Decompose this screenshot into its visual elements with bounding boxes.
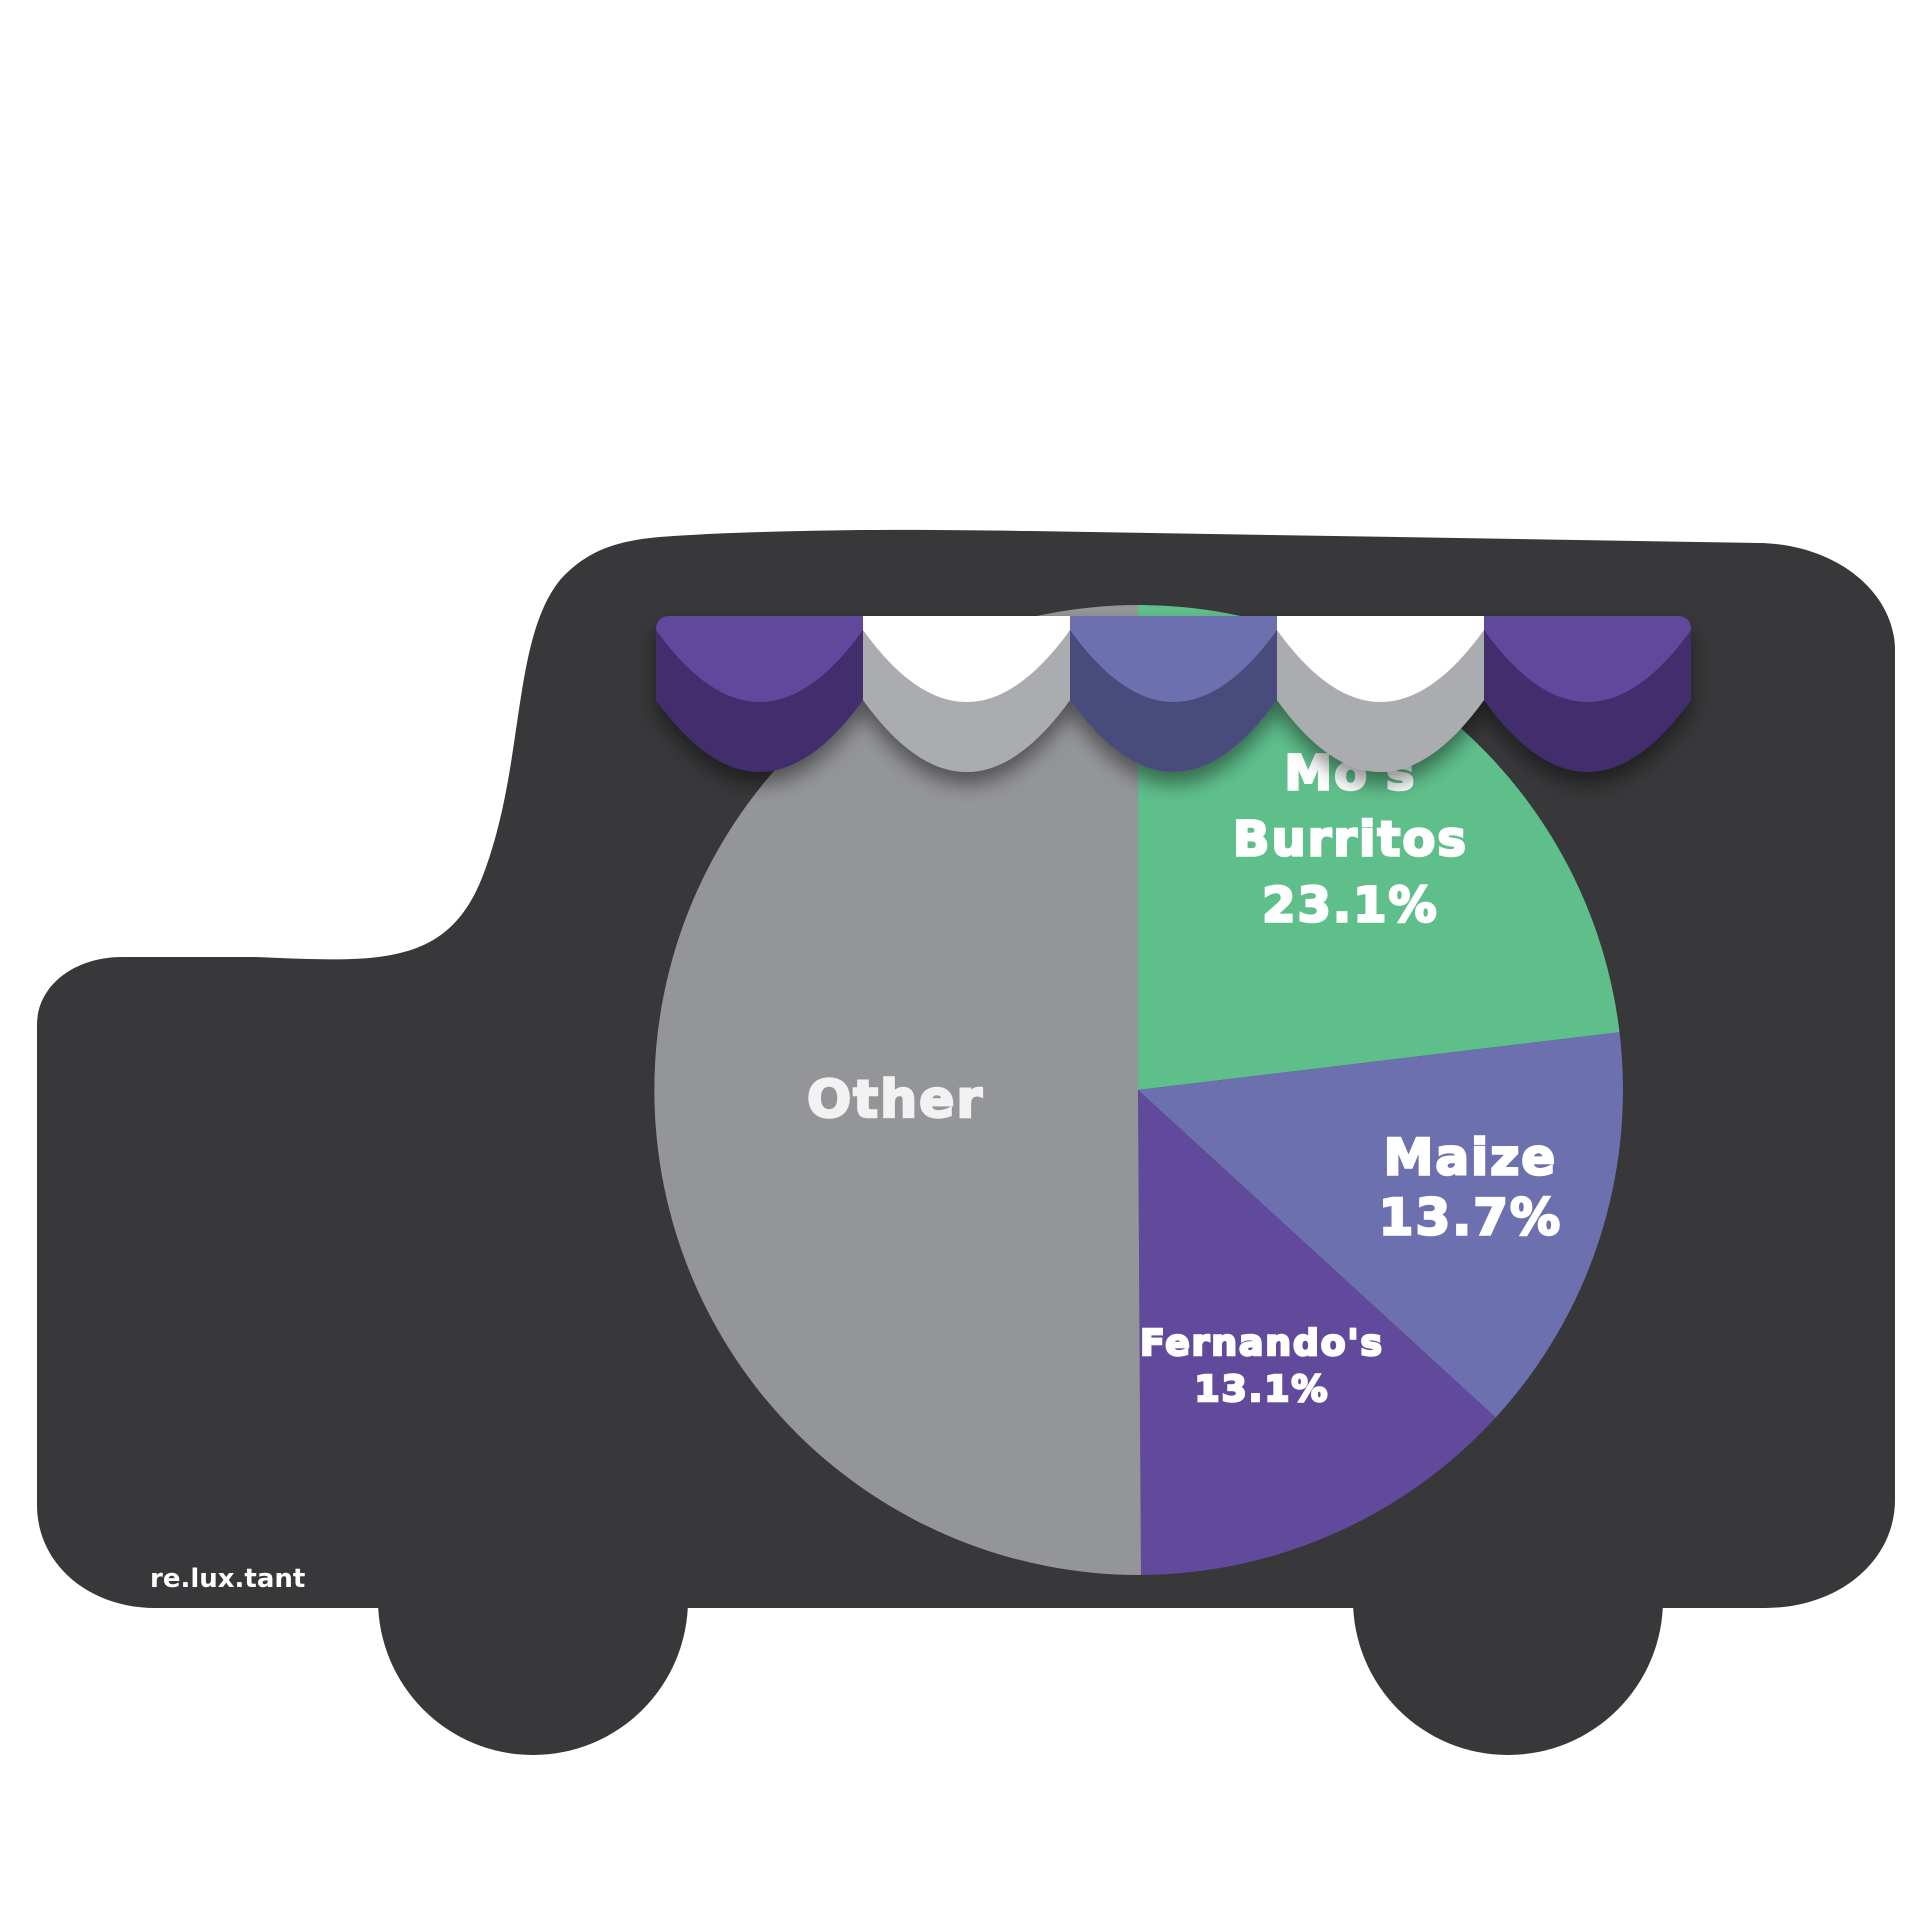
pie-label-line: 23.1%	[1262, 877, 1439, 933]
pie-label-line: Burritos	[1233, 811, 1468, 867]
pie-slice-mo-s-burritos	[1138, 605, 1620, 1090]
brand-logo-text: re.lux.tant	[150, 1564, 305, 1594]
pie-label-line: 13.1%	[1195, 1369, 1330, 1410]
pie-label-other: Other	[807, 1070, 984, 1130]
truck-awning	[656, 616, 1691, 772]
awning-scallop-purple	[1484, 616, 1691, 772]
awning-scallop-white	[1277, 616, 1484, 772]
pie-slice-maize	[1138, 1032, 1623, 1418]
pie-label-line: 13.7%	[1379, 1188, 1562, 1246]
awning-scallop-white	[863, 616, 1070, 772]
pie-label-fernando-s: Fernando's 13.1%	[1140, 1323, 1384, 1410]
awning-scallop-purple	[656, 616, 863, 772]
awning-scallop-blue	[1070, 616, 1277, 772]
pie-slice-other	[654, 605, 1141, 1576]
pie-label-line: Other	[807, 1070, 984, 1130]
truck-wheel-right	[1353, 1445, 1663, 1755]
pie-label-line: Fernando's	[1140, 1323, 1384, 1364]
pie-label-line: Maize	[1384, 1128, 1558, 1186]
truck-wheel-left	[378, 1445, 688, 1755]
pie-slice-fernando-s	[1138, 1090, 1496, 1575]
